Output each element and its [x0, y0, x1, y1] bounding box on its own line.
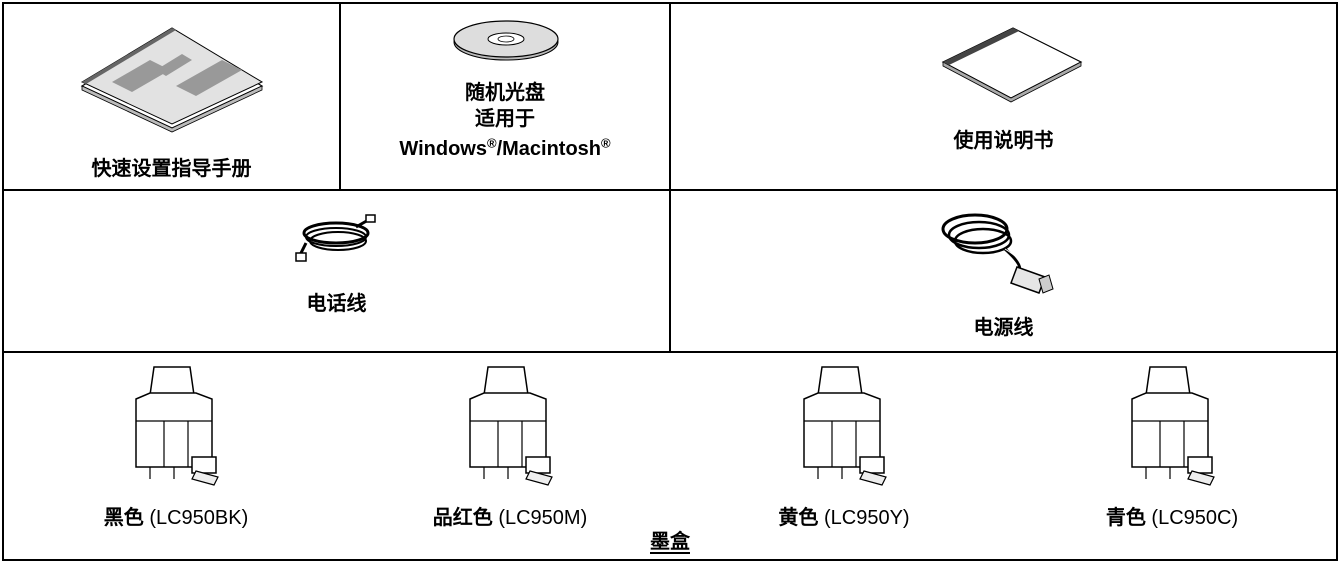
cell-user-guide: 使用说明书 [671, 4, 1336, 189]
cd-rom-subtitle: 适用于 [475, 108, 535, 130]
cell-telephone-line-cord: 电话线 [4, 191, 671, 351]
row-ink-cartridges: 黑色 (LC950BK) 品红色 (LC950M) 黄色 (LC950Y) 青色… [4, 353, 1336, 559]
ink-cartridge-cyan-icon [1131, 366, 1215, 486]
power-cord-icon [941, 213, 1054, 294]
power-cord-label: 电源线 [973, 317, 1034, 339]
user-guide-label: 使用说明书 [953, 130, 1054, 152]
ink-cartridges-group-label: 墨盒 [650, 531, 690, 553]
row-cords: 电话线 电源线 [4, 191, 1336, 353]
ink-cartridge-black-label: 黑色 (LC950BK) [103, 507, 249, 529]
cd-rom-icon [453, 20, 559, 61]
ink-cartridge-magenta-label: 品红色 (LC950M) [432, 507, 588, 529]
ink-cartridge-yellow-icon [803, 366, 887, 486]
cell-cd-rom: 随机光盘 适用于 Windows®/Macintosh® [341, 4, 671, 189]
ink-cartridge-yellow-label: 黄色 (LC950Y) [778, 507, 910, 529]
row-documents: 快速设置指导手册 随机光盘 适用于 Windows®/Macintosh® 使用… [4, 4, 1336, 191]
telephone-cord-icon [295, 214, 376, 262]
ink-cartridge-magenta-icon [469, 366, 553, 486]
cd-rom-title: 随机光盘 [465, 82, 545, 104]
cell-power-cord: 电源线 [671, 191, 1336, 351]
ink-cartridge-cyan-label: 青色 (LC950C) [1105, 507, 1239, 529]
cell-quick-setup-guide: 快速设置指导手册 [4, 4, 341, 189]
cd-rom-platforms: Windows®/Macintosh® [399, 135, 611, 160]
quick-setup-guide-label: 快速设置指导手册 [91, 158, 252, 180]
user-guide-icon [941, 27, 1083, 103]
telephone-cord-label: 电话线 [306, 293, 367, 315]
quick-setup-guide-icon [80, 27, 264, 133]
ink-cartridge-black-icon [135, 366, 219, 486]
